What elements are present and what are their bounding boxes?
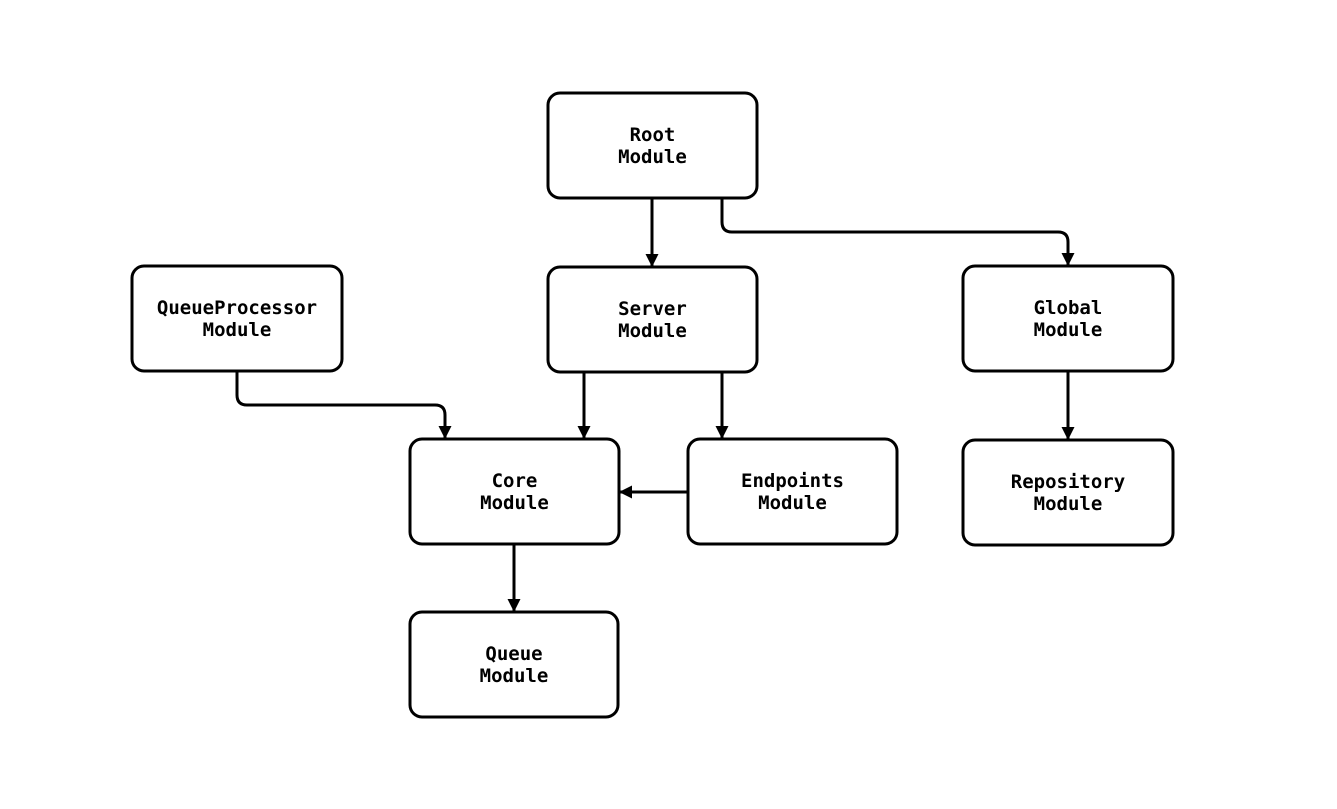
node-queueprocessor-label-line1: QueueProcessor (157, 297, 317, 319)
node-repository-label-line1: Repository (1011, 471, 1125, 493)
node-global-label-line1: Global (1034, 297, 1103, 319)
node-repository-box (961, 438, 1175, 547)
edge-root-to-global (720, 198, 1075, 266)
node-server-box (546, 265, 759, 374)
node-core-label-line1: Core (492, 470, 538, 492)
node-queue-label-line2: Module (480, 665, 549, 687)
node-endpoints-box (686, 437, 899, 546)
node-queue-box (408, 610, 620, 719)
node-root-label-line2: Module (618, 146, 687, 168)
node-endpoints-label-line1: Endpoints (741, 470, 844, 492)
node-core-box (408, 437, 621, 546)
node-queueprocessor-label-line2: Module (203, 319, 272, 341)
node-server-label-line1: Server (618, 298, 687, 320)
node-root-label-line1: Root (630, 124, 676, 146)
node-root-box (546, 91, 759, 200)
node-core-label-line2: Module (480, 492, 549, 514)
node-endpoints-label-line2: Module (758, 492, 827, 514)
node-repository-label-line2: Module (1034, 493, 1103, 515)
node-global-box (961, 264, 1175, 373)
edge-queueprocessor-to-core (235, 371, 452, 439)
node-queue-label-line1: Queue (485, 643, 542, 665)
node-global-label-line2: Module (1034, 319, 1103, 341)
node-queueprocessor-box (130, 264, 344, 373)
node-server-label-line2: Module (618, 320, 687, 342)
